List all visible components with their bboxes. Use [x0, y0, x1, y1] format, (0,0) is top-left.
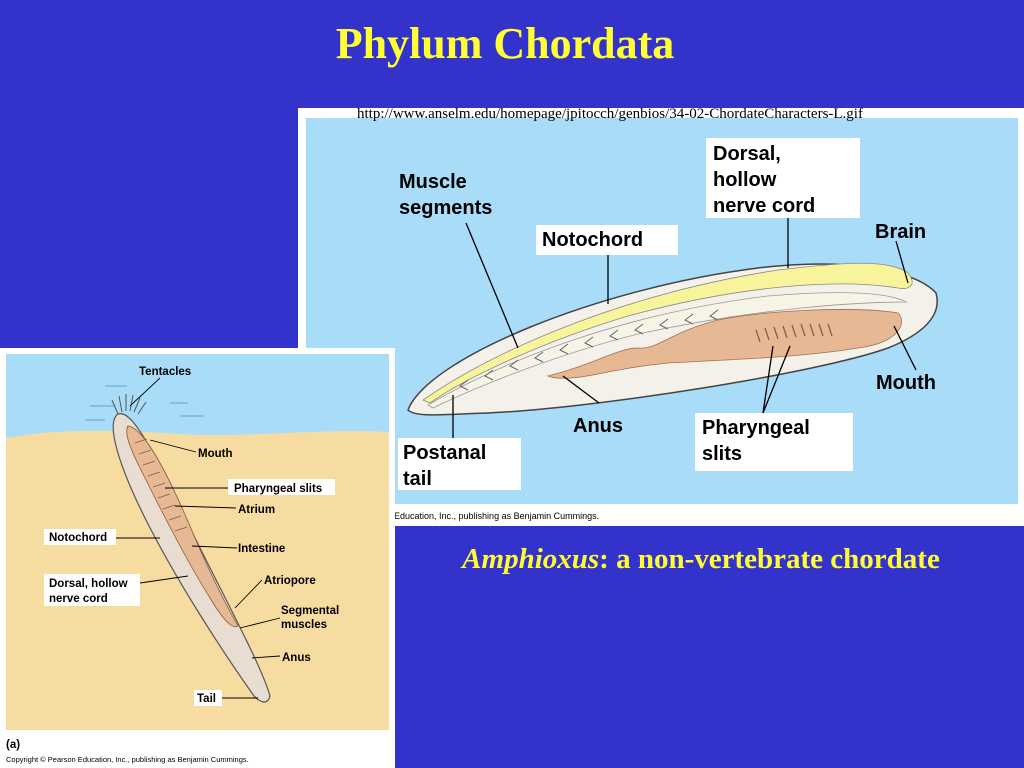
label-anus: Anus	[573, 415, 623, 437]
label-pharyngeal-1: Pharyngeal	[702, 417, 810, 439]
caption-text: : a non-vertebrate chordate	[599, 543, 940, 575]
amphioxus-burrowing-diagram: Tentacles Mouth Pharyngeal slits Atrium …	[0, 348, 395, 768]
label-mouth-left: Mouth	[198, 448, 232, 460]
label-dorsal-1: Dorsal,	[713, 143, 781, 165]
water-area	[6, 354, 389, 444]
label-dorsal-left-2: nerve cord	[49, 593, 108, 605]
label-tentacles: Tentacles	[139, 366, 191, 378]
pharyngeal-slit-marks	[755, 323, 833, 343]
label-tail: Tail	[197, 693, 216, 705]
caption-genus: Amphioxus	[462, 543, 600, 575]
pharyngeal-slit-lines	[134, 438, 188, 532]
label-postanal-1: Postanal	[403, 442, 486, 464]
slide-caption: Amphioxus: a non-vertebrate chordate	[386, 543, 1016, 576]
muscle-segment-chevrons	[459, 309, 719, 391]
amphioxus-body-plan-diagram: Muscle segments Notochord Dorsal, hollow…	[298, 108, 1024, 526]
gut-shape	[546, 309, 902, 379]
label-brain: Brain	[875, 221, 926, 243]
leader-lines	[116, 377, 281, 699]
label-pharyngeal-2: slits	[702, 443, 742, 465]
label-muscle-segments-2: segments	[399, 197, 492, 219]
label-dorsal-left-1: Dorsal, hollow	[49, 578, 128, 590]
right-copyright: Education, Inc., publishing as Benjamin …	[394, 511, 599, 521]
label-pharyngeal-slits-left: Pharyngeal slits	[234, 483, 322, 495]
notochord-shape	[427, 292, 908, 409]
label-notochord: Notochord	[542, 229, 643, 251]
dorsal-nerve-cord-shape	[422, 262, 913, 404]
label-part-a: (a)	[6, 739, 20, 751]
label-dorsal-3: nerve cord	[713, 195, 815, 217]
left-copyright: Copyright © Pearson Education, Inc., pub…	[6, 755, 249, 764]
source-url: http://www.anselm.edu/homepage/jpitocch/…	[357, 106, 863, 122]
label-postanal-2: tail	[403, 468, 432, 490]
water-ripples	[85, 385, 204, 421]
label-muscle-segments-1: Muscle	[399, 171, 467, 193]
label-intestine: Intestine	[238, 543, 285, 555]
label-anus-left: Anus	[282, 652, 311, 664]
label-dorsal-2: hollow	[713, 169, 777, 191]
label-segmental-1: Segmental	[281, 605, 339, 617]
label-atriopore: Atriopore	[264, 575, 316, 587]
label-segmental-2: muscles	[281, 619, 327, 631]
label-notochord-left: Notochord	[49, 532, 107, 544]
slide-title: Phylum Chordata	[335, 19, 675, 68]
tentacle-strokes	[111, 394, 147, 415]
amphioxus-gut	[126, 425, 239, 628]
label-mouth: Mouth	[876, 372, 936, 394]
label-atrium: Atrium	[238, 504, 275, 516]
